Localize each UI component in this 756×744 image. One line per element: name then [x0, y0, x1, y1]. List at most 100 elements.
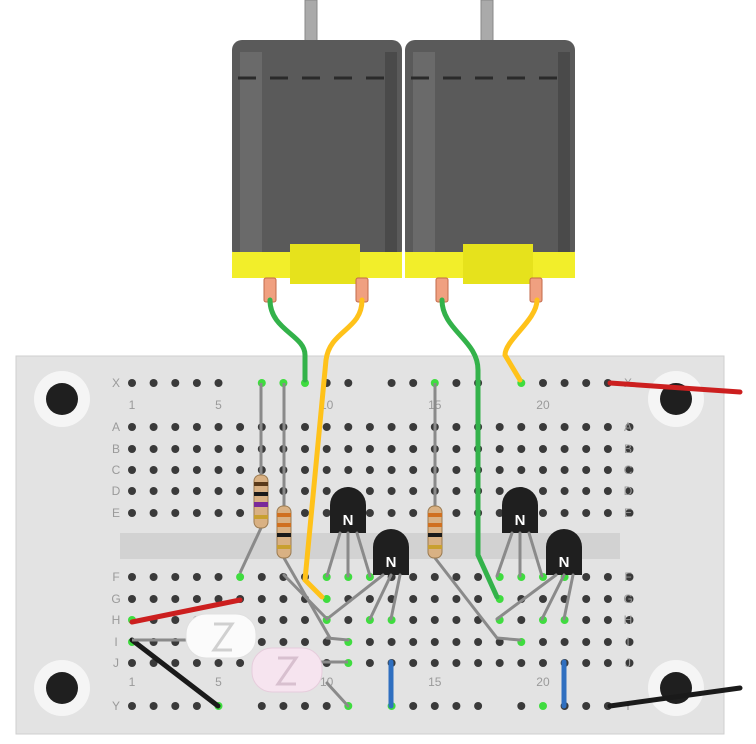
- hole-I20: [539, 638, 547, 646]
- wire-green: [267, 297, 308, 383]
- row-label-right: A: [624, 420, 632, 434]
- transistor-label: N: [386, 554, 397, 571]
- hole-J16: [452, 659, 461, 667]
- hole-G8: [279, 595, 288, 603]
- hole-I7: [257, 638, 266, 646]
- hole-X11: [344, 379, 353, 387]
- wire-yellow: [502, 297, 540, 383]
- hole-J20: [539, 659, 547, 667]
- hole-Y19: [517, 702, 526, 710]
- hole-X2: [149, 379, 158, 387]
- hole-H7: [257, 616, 266, 624]
- row-label-right: B: [624, 442, 632, 456]
- hole-X4: [192, 379, 201, 387]
- hole-H23: [603, 616, 612, 624]
- hole-E22: [582, 509, 591, 517]
- hole-G7: [257, 595, 266, 603]
- hole-D5: [214, 487, 223, 495]
- row-label-left: H: [112, 613, 121, 627]
- hole-Y17: [474, 702, 483, 710]
- rail-label-left: Y: [112, 699, 120, 713]
- hole-E21: [560, 509, 569, 517]
- transistor-2: N: [373, 529, 409, 575]
- hole-X20: [539, 379, 547, 387]
- row-label-right: G: [623, 592, 632, 606]
- transistor-4: N: [546, 529, 582, 575]
- hole-F14: [409, 573, 418, 581]
- hole-Y9: [301, 702, 309, 710]
- hole-B9: [301, 445, 309, 453]
- hole-Y14: [409, 702, 418, 710]
- hole-D22: [582, 487, 591, 495]
- row-label-left: C: [112, 463, 121, 477]
- hole-A3: [171, 423, 180, 431]
- transistor-1: N: [330, 487, 366, 533]
- transistor-label: N: [515, 512, 526, 529]
- hole-B1: [128, 445, 136, 453]
- hole-I22: [582, 638, 591, 646]
- hole-J24: [625, 659, 634, 667]
- column-number-bottom: 5: [215, 675, 222, 689]
- motor-shaft: [480, 0, 494, 46]
- hole-D16: [452, 487, 461, 495]
- hole-X16: [452, 379, 461, 387]
- hole-I24: [625, 638, 634, 646]
- wire-black-ground: [607, 685, 743, 709]
- hole-A13: [387, 423, 396, 431]
- hole-J5: [214, 659, 223, 667]
- hole-B10: [322, 445, 331, 453]
- hole-G12: [365, 595, 374, 603]
- resistor-3: [427, 383, 499, 639]
- hole-H15: [430, 616, 439, 624]
- hole-F6: [236, 573, 245, 581]
- hole-F17: [474, 573, 483, 581]
- hole-Y8: [279, 702, 288, 710]
- row-label-left: J: [113, 656, 119, 670]
- hole-A21: [560, 423, 569, 431]
- hole-C10: [322, 466, 331, 474]
- motor-body: [405, 40, 575, 260]
- hole-J22: [582, 659, 591, 667]
- hole-G22: [582, 595, 591, 603]
- hole-B22: [582, 445, 591, 453]
- hole-G2: [149, 595, 158, 603]
- hole-J15: [430, 659, 439, 667]
- hole-A5: [214, 423, 223, 431]
- hole-B19: [517, 445, 526, 453]
- hole-B3: [171, 445, 180, 453]
- hole-E6: [236, 509, 245, 517]
- hole-I17: [474, 638, 483, 646]
- motor-left: [232, 0, 402, 303]
- hole-D13: [387, 487, 396, 495]
- mounting-hole-top-right: [648, 371, 704, 427]
- hole-G17: [474, 595, 483, 603]
- hole-D23: [603, 487, 612, 495]
- hole-E18: [495, 509, 504, 517]
- hole-E24: [625, 509, 634, 517]
- hole-F4: [192, 573, 201, 581]
- row-label-right: D: [624, 484, 633, 498]
- hole-D9: [301, 487, 309, 495]
- hole-F7: [257, 573, 266, 581]
- column-number-top: 5: [215, 398, 222, 412]
- hole-D10: [322, 487, 331, 495]
- hole-G15: [430, 595, 439, 603]
- hole-D14: [409, 487, 418, 495]
- hole-F2: [149, 573, 158, 581]
- hole-D4: [192, 487, 201, 495]
- hole-H19: [517, 616, 526, 624]
- motor-shaft: [304, 0, 318, 46]
- hole-E20: [539, 509, 547, 517]
- hole-J3: [171, 659, 180, 667]
- jumper-wires: [129, 380, 743, 709]
- hole-J19: [517, 659, 526, 667]
- hole-E4: [192, 509, 201, 517]
- hole-E5: [214, 509, 223, 517]
- hole-G5: [214, 595, 223, 603]
- hole-B18: [495, 445, 504, 453]
- wire-black-jumper: [129, 637, 221, 709]
- hole-E12: [365, 509, 374, 517]
- hole-A2: [149, 423, 158, 431]
- hole-D6: [236, 487, 245, 495]
- row-label-right: I: [626, 635, 629, 649]
